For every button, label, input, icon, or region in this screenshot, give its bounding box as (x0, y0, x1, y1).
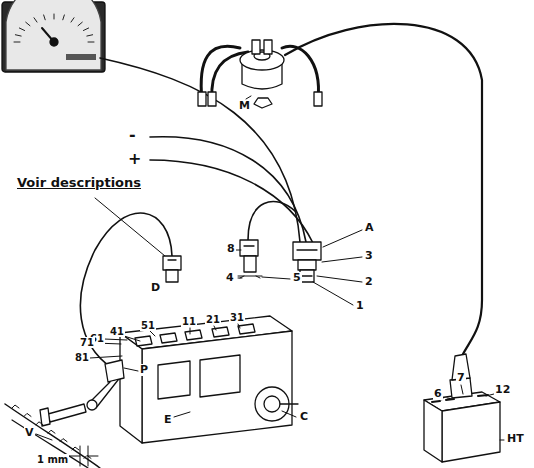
tachometer (2, 0, 105, 72)
part-letter: P (139, 364, 149, 376)
callout-number: 1 (355, 300, 365, 312)
ignition-coil (424, 354, 504, 462)
part-letter: C (299, 411, 309, 423)
part-letter: M (238, 100, 251, 112)
part-letter: V (24, 427, 35, 439)
callout-number: 6 (433, 388, 443, 400)
callout-number: 21 (205, 314, 221, 325)
ignition-module (120, 316, 298, 443)
callout-number: 3 (364, 250, 374, 262)
callout-number: 81 (74, 352, 90, 363)
callout-number: 8 (226, 243, 236, 255)
part-letter: E (163, 414, 173, 426)
dimension-label: 1 mm (36, 454, 69, 465)
part-letter: A (364, 222, 375, 234)
distributor-cap (198, 24, 482, 356)
connector-middle (238, 240, 262, 278)
callout-number: 31 (229, 312, 245, 323)
flywheel-v (5, 404, 100, 468)
callout-number: 41 (109, 326, 125, 337)
callout-number: 5 (292, 272, 302, 284)
note-label: Voir descriptions (16, 176, 142, 190)
callout-number: 2 (364, 276, 374, 288)
callout-number: 71 (79, 337, 95, 348)
polarity-sign: - (128, 126, 137, 144)
callout-number: 7 (456, 372, 466, 384)
connector-d (163, 256, 181, 282)
polarity-sign: + (127, 150, 142, 168)
callout-number: 51 (140, 320, 156, 331)
callout-number: 11 (181, 316, 197, 327)
part-letter: D (150, 282, 161, 294)
part-letter: HT (506, 433, 525, 445)
sensor-p (40, 360, 138, 426)
callout-number: 12 (494, 384, 511, 396)
callout-number: 4 (225, 272, 235, 284)
